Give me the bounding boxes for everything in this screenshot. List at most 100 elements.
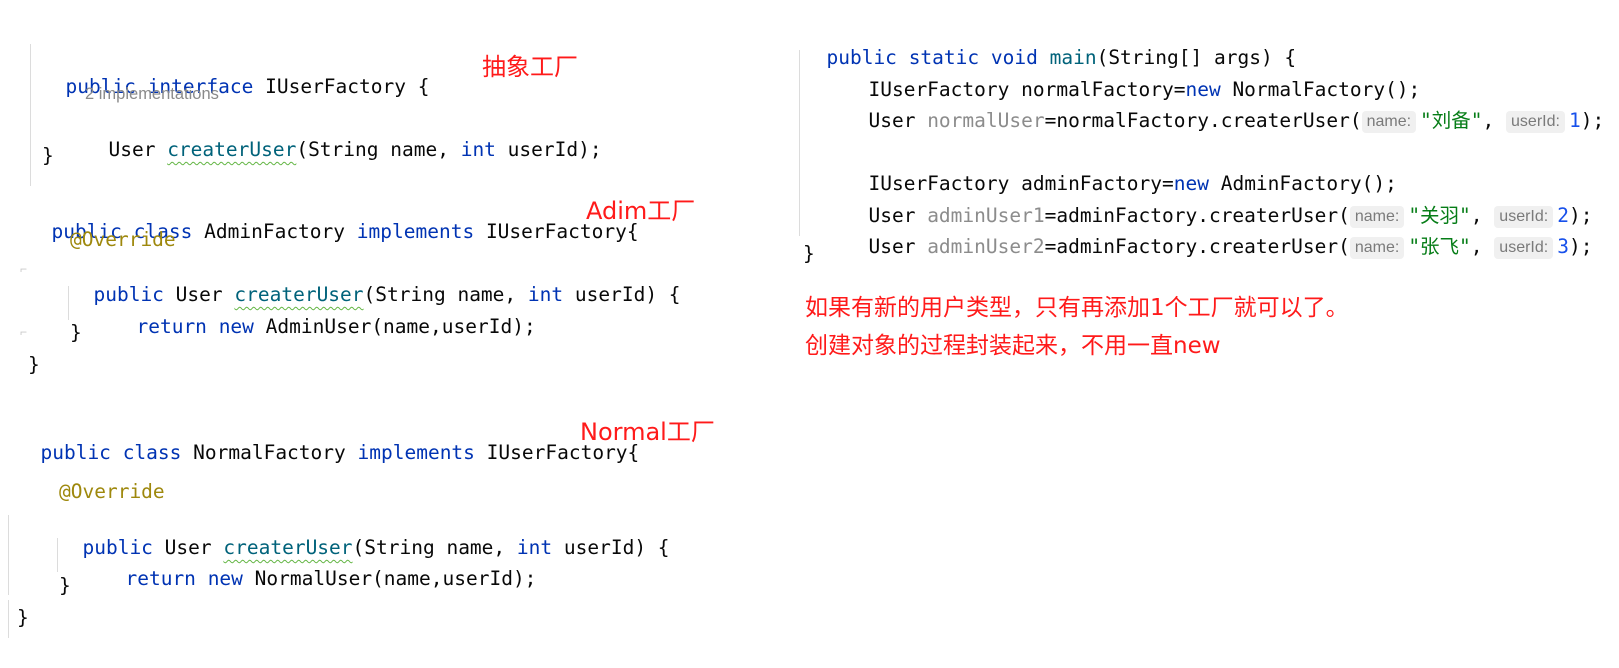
- constructor: NormalFactory();: [1220, 78, 1421, 101]
- keyword-public: public: [93, 283, 164, 306]
- keyword-implements: implements: [357, 441, 475, 464]
- admin-user1-line: User adminUser1=adminFactory.createrUser…: [845, 180, 1592, 228]
- keyword-class: class: [122, 441, 182, 464]
- normal-user-line: User normalUser=normalFactory.createrUse…: [845, 85, 1604, 133]
- comma: ,: [1470, 204, 1483, 227]
- label-admin-factory: Adim工厂: [586, 197, 696, 225]
- call-end: );: [1580, 109, 1605, 132]
- keyword-implements: implements: [356, 220, 475, 243]
- param-hint-name: name:: [1349, 236, 1405, 259]
- class-name[interactable]: AdminFactory: [204, 220, 346, 243]
- implementations-hint[interactable]: 2 implementations: [85, 85, 219, 103]
- constructor-call: NormalUser(name,userId);: [242, 567, 537, 590]
- params-end: userId) {: [563, 283, 681, 306]
- keyword-void: void: [990, 46, 1038, 69]
- type: User: [868, 235, 928, 258]
- keyword-public: public: [40, 441, 111, 464]
- keyword-int: int: [460, 138, 496, 161]
- call: =adminFactory.createrUser(: [1044, 235, 1350, 258]
- return-type: User: [108, 138, 168, 161]
- keyword-return: return: [136, 315, 207, 338]
- type: User: [868, 109, 928, 132]
- fold-marker[interactable]: ⌐: [20, 262, 28, 276]
- keyword-return: return: [125, 567, 196, 590]
- keyword-interface: interface: [147, 75, 254, 98]
- admin-method-close: }: [70, 321, 82, 344]
- interface-declaration: public interface IUserFactory {: [42, 51, 429, 99]
- call: =normalFactory.createrUser(: [1044, 109, 1362, 132]
- keyword-new: new: [218, 315, 254, 338]
- normal-factory-line: IUserFactory normalFactory=new NormalFac…: [845, 54, 1420, 102]
- normal-class-close: }: [17, 606, 29, 629]
- admin-user2-line: User adminUser2=adminFactory.createrUser…: [845, 211, 1592, 259]
- decl: IUserFactory adminFactory=: [868, 172, 1174, 195]
- note-line-1: 如果有新的用户类型，只有再添加1个工厂就可以了。: [805, 295, 1349, 321]
- interface-close-brace: }: [42, 144, 54, 167]
- call-end: );: [1568, 235, 1593, 258]
- fold-bracket: [8, 515, 9, 595]
- comma: ,: [1470, 235, 1483, 258]
- method-createrUser[interactable]: createrUser: [234, 283, 364, 306]
- indent-guide: [30, 44, 31, 186]
- normal-return-statement: return new NormalUser(name,userId);: [102, 543, 536, 591]
- main-method-declaration: public static void main(String[] args) {: [803, 22, 1296, 70]
- admin-factory-line: IUserFactory adminFactory=new AdminFacto…: [845, 148, 1397, 196]
- string-arg: "张飞": [1408, 235, 1471, 258]
- label-abstract-factory: 抽象工厂: [482, 53, 578, 81]
- main-close-brace: }: [803, 242, 815, 265]
- keyword-int: int: [527, 283, 564, 306]
- interface-method: User createrUser(String name, int userId…: [85, 114, 601, 162]
- params: (String name,: [352, 536, 517, 559]
- note-line-2: 创建对象的过程封装起来，不用一直new: [805, 333, 1221, 359]
- class-name[interactable]: NormalFactory: [193, 441, 346, 464]
- indent-guide: [799, 50, 800, 236]
- keyword-public: public: [82, 536, 153, 559]
- params: (String name,: [363, 283, 528, 306]
- keyword-public: public: [51, 220, 122, 243]
- indent-guide: [68, 286, 69, 320]
- params: (String name,: [296, 138, 461, 161]
- keyword-new: new: [1185, 78, 1221, 101]
- keyword-new: new: [1173, 172, 1209, 195]
- indent-guide: [8, 600, 9, 638]
- variable-normalUser[interactable]: normalUser: [927, 109, 1045, 132]
- normal-method-signature: public User createrUser(String name, int…: [59, 512, 670, 560]
- override-annotation: @Override: [70, 228, 176, 251]
- type: User: [868, 204, 928, 227]
- variable-adminUser1[interactable]: adminUser1: [927, 204, 1045, 227]
- indent-guide: [57, 538, 58, 572]
- param-hint-userid: userId:: [1494, 236, 1554, 259]
- fold-marker[interactable]: ⌐: [20, 325, 28, 339]
- number-arg: 1: [1568, 109, 1581, 132]
- interface-name[interactable]: IUserFactory {: [265, 75, 430, 98]
- method-createrUser[interactable]: createrUser: [223, 536, 353, 559]
- method-createrUser[interactable]: createrUser: [167, 138, 297, 161]
- keyword-public: public: [65, 75, 136, 98]
- method-main[interactable]: main: [1049, 46, 1097, 69]
- variable-adminUser2[interactable]: adminUser2: [927, 235, 1045, 258]
- keyword-public: public: [826, 46, 897, 69]
- string-arg: "刘备": [1420, 109, 1483, 132]
- normal-method-close: }: [59, 574, 71, 597]
- constructor: AdminFactory();: [1208, 172, 1397, 195]
- keyword-static: static: [908, 46, 980, 69]
- keyword-int: int: [516, 536, 553, 559]
- return-type: User: [163, 283, 235, 306]
- keyword-new: new: [207, 567, 243, 590]
- label-normal-factory: Normal工厂: [580, 418, 715, 446]
- admin-class-declaration: public class AdminFactory implements IUs…: [28, 196, 639, 244]
- interface-ref[interactable]: IUserFactory{: [486, 441, 640, 464]
- interface-ref[interactable]: IUserFactory{: [485, 220, 639, 243]
- return-type: User: [152, 536, 224, 559]
- keyword-class: class: [133, 220, 193, 243]
- param-hint-userid: userId:: [1494, 205, 1554, 228]
- param-hint-name: name:: [1361, 110, 1417, 133]
- param-hint-name: name:: [1349, 205, 1405, 228]
- number-arg: 2: [1557, 204, 1569, 227]
- params-end: userId) {: [552, 536, 670, 559]
- admin-method-signature: public User createrUser(String name, int…: [70, 259, 681, 307]
- param-hint-userid: userId:: [1506, 110, 1565, 133]
- number-arg: 3: [1557, 235, 1569, 258]
- string-arg: "关羽": [1408, 204, 1471, 227]
- admin-class-close: }: [28, 353, 40, 376]
